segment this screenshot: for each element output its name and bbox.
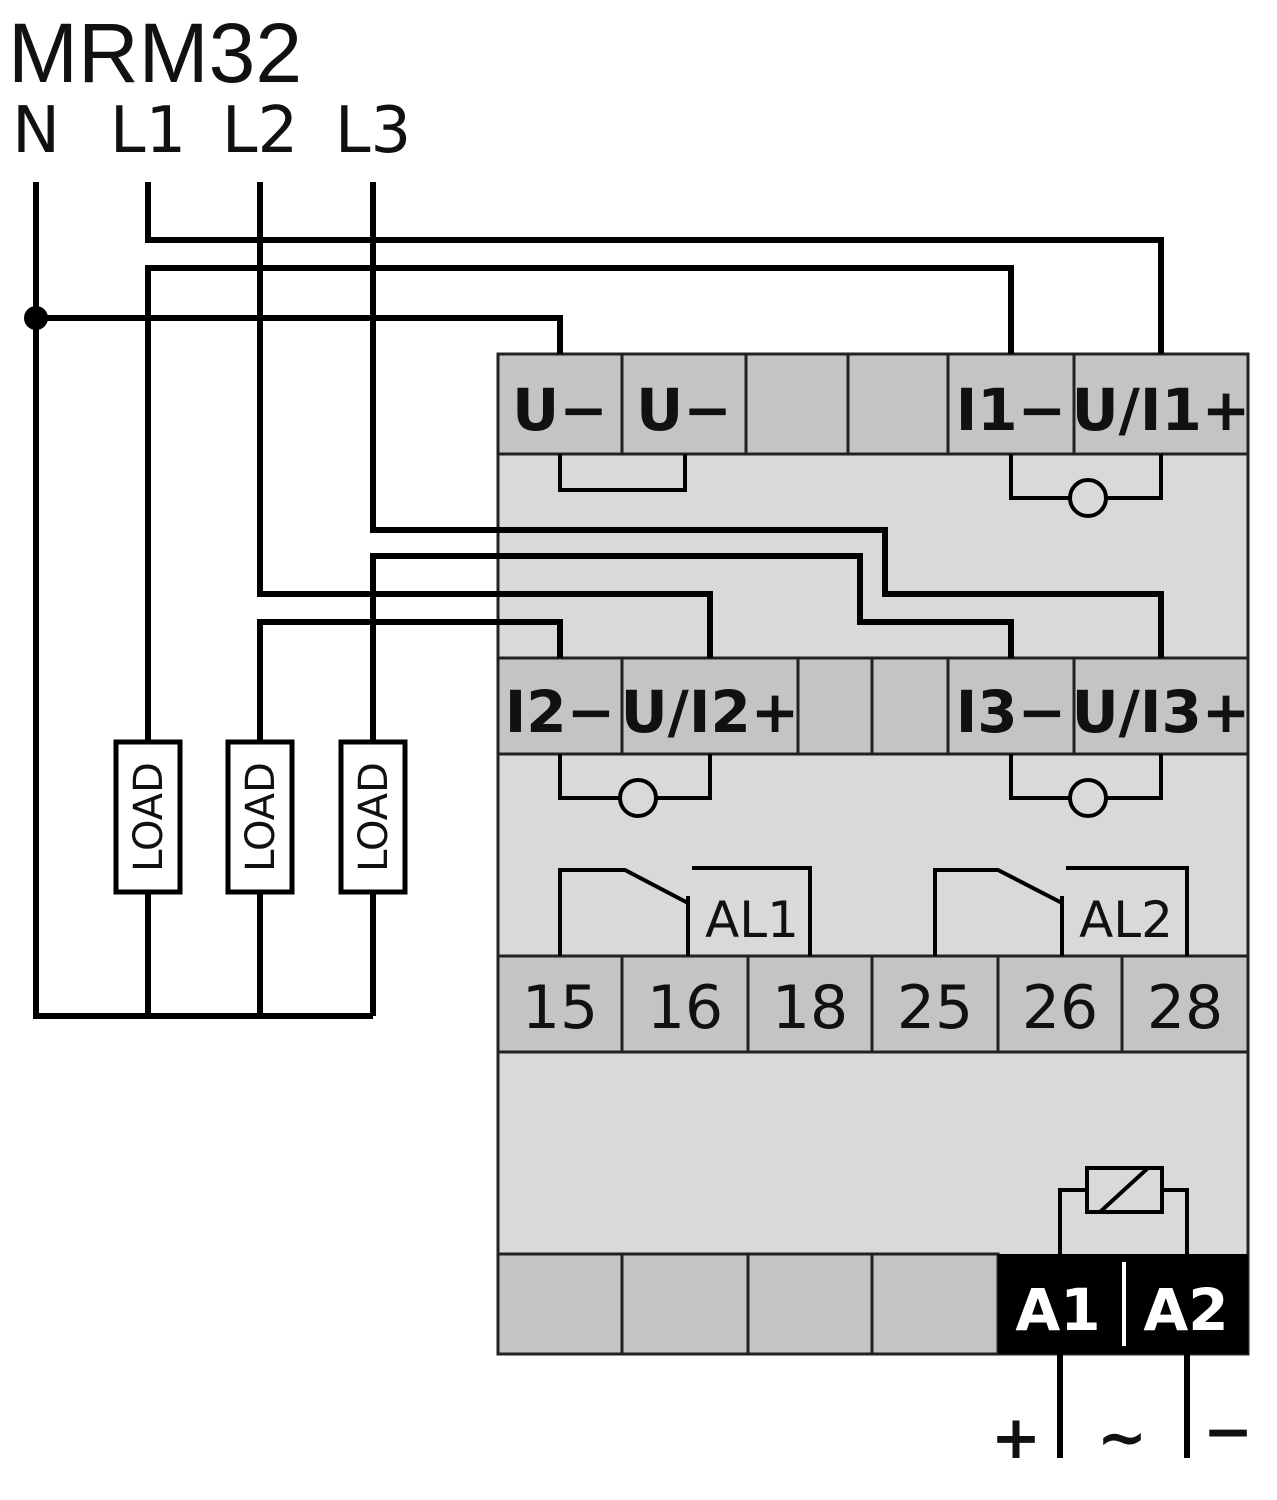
terminal-i2-minus: I2−: [505, 678, 616, 746]
load-label: LOAD: [238, 762, 284, 872]
shunt-i2-icon: [618, 778, 658, 818]
terminal-row-2: I2− U/I2+ I3− U/I3+: [496, 656, 1251, 756]
terminal-i1-minus: I1−: [956, 376, 1067, 444]
terminal-a1: A1: [1015, 1276, 1100, 1344]
terminal-row-3: 15 16 18 25 26 28: [496, 954, 1250, 1054]
relay-al1-icon: AL1: [558, 866, 812, 956]
terminal-28: 28: [1147, 973, 1223, 1043]
terminal-a2: A2: [1143, 1276, 1228, 1344]
supply-minus-symbol: −: [1203, 1397, 1253, 1467]
terminal-i3-minus: I3−: [956, 678, 1067, 746]
terminal-row-4: A1 A2: [496, 1252, 1248, 1356]
junction-dot: [24, 306, 48, 330]
load-label: LOAD: [351, 762, 397, 872]
terminal-16: 16: [647, 973, 723, 1043]
terminal-15: 15: [522, 973, 598, 1043]
terminal-u-minus-1: U−: [512, 376, 608, 444]
shunt-i1-icon: [1068, 478, 1108, 518]
internal-links: [558, 454, 1163, 818]
load-1: LOAD: [113, 739, 183, 895]
relay-al2-icon: AL2: [933, 866, 1189, 956]
line-label-l3: L3: [335, 94, 411, 168]
terminal-u-i2-plus: U/I2+: [621, 678, 800, 746]
line-label-l1: L1: [110, 94, 186, 168]
relay-al1-label: AL1: [705, 891, 799, 949]
terminal-row-1: U− U− I1− U/I1+: [496, 352, 1251, 456]
coil-icon: [1058, 1166, 1189, 1254]
supply-ac-symbol: ~: [1097, 1403, 1147, 1473]
terminal-u-minus-2: U−: [636, 376, 732, 444]
supply-plus-symbol: +: [991, 1403, 1041, 1473]
terminal-u-i1-plus: U/I1+: [1072, 376, 1251, 444]
terminal-25: 25: [897, 973, 973, 1043]
shunt-i3-icon: [1068, 778, 1108, 818]
line-label-l2: L2: [222, 94, 298, 168]
relay-al2-label: AL2: [1079, 891, 1173, 949]
load-label: LOAD: [126, 762, 172, 872]
supply-leads: + ~ −: [991, 1354, 1253, 1473]
diagram-title: MRM32: [8, 6, 302, 100]
line-label-n: N: [12, 94, 60, 168]
load-2: LOAD: [225, 739, 295, 895]
feeder-wires: [24, 182, 1164, 1019]
terminal-18: 18: [772, 973, 848, 1043]
terminal-u-i3-plus: U/I3+: [1072, 678, 1251, 746]
load-3: LOAD: [338, 739, 408, 895]
terminal-26: 26: [1022, 973, 1098, 1043]
